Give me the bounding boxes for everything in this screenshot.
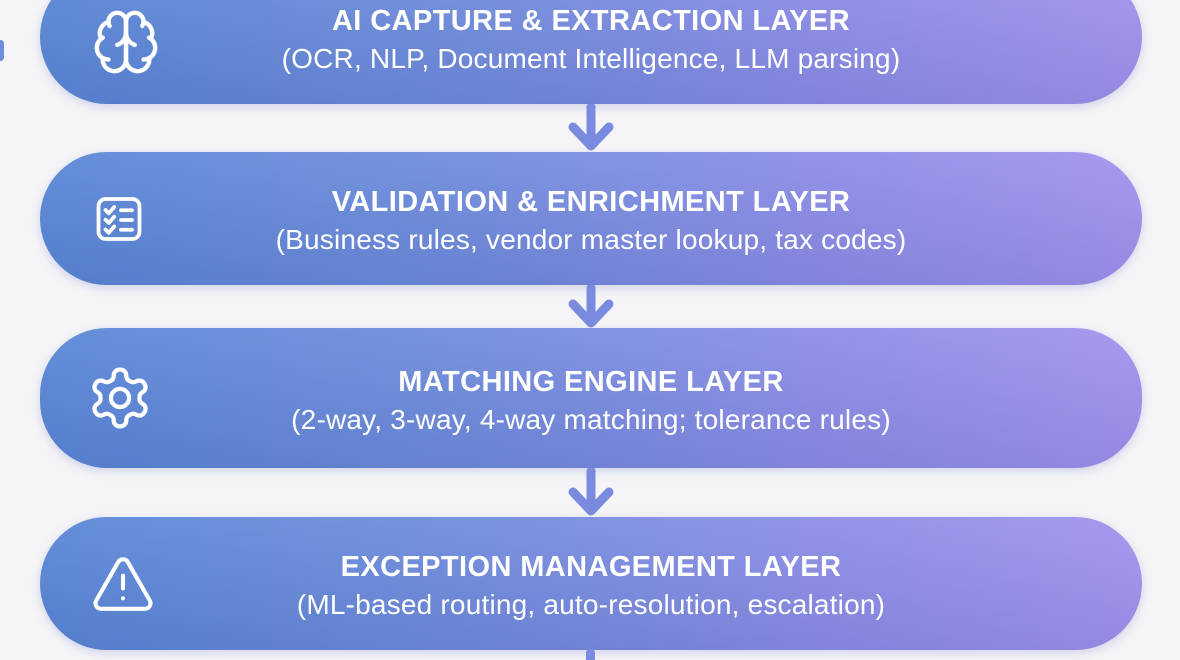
down-arrow-partial	[586, 649, 595, 660]
layer-subtitle: (Business rules, vendor master lookup, t…	[275, 224, 907, 255]
checklist-icon	[86, 189, 152, 249]
cropped-edge-artifact	[0, 40, 4, 61]
down-arrow	[567, 468, 615, 517]
layer-title: EXCEPTION MANAGEMENT LAYER	[340, 551, 842, 583]
layer-subtitle: (2-way, 3-way, 4-way matching; tolerance…	[291, 403, 891, 435]
layer-card-ai-capture: AI CAPTURE & EXTRACTION LAYER (OCR, NLP,…	[40, 0, 1142, 104]
layer-card-matching: MATCHING ENGINE LAYER (2-way, 3-way, 4-w…	[40, 328, 1142, 468]
gear-icon	[86, 364, 154, 432]
layer-title: AI CAPTURE & EXTRACTION LAYER	[331, 4, 851, 37]
layer-card-exception: EXCEPTION MANAGEMENT LAYER (ML-based rou…	[40, 517, 1142, 650]
layer-title: MATCHING ENGINE LAYER	[398, 365, 784, 398]
down-arrow	[567, 104, 615, 152]
layer-subtitle: (OCR, NLP, Document Intelligence, LLM pa…	[281, 42, 901, 74]
layer-title: VALIDATION & ENRICHMENT LAYER	[331, 186, 851, 218]
layer-subtitle: (ML-based routing, auto-resolution, esca…	[296, 589, 886, 620]
warning-triangle-icon	[86, 551, 160, 617]
brain-icon	[86, 7, 166, 77]
down-arrow	[567, 285, 615, 328]
layer-card-validation: VALIDATION & ENRICHMENT LAYER (Business …	[40, 152, 1142, 285]
